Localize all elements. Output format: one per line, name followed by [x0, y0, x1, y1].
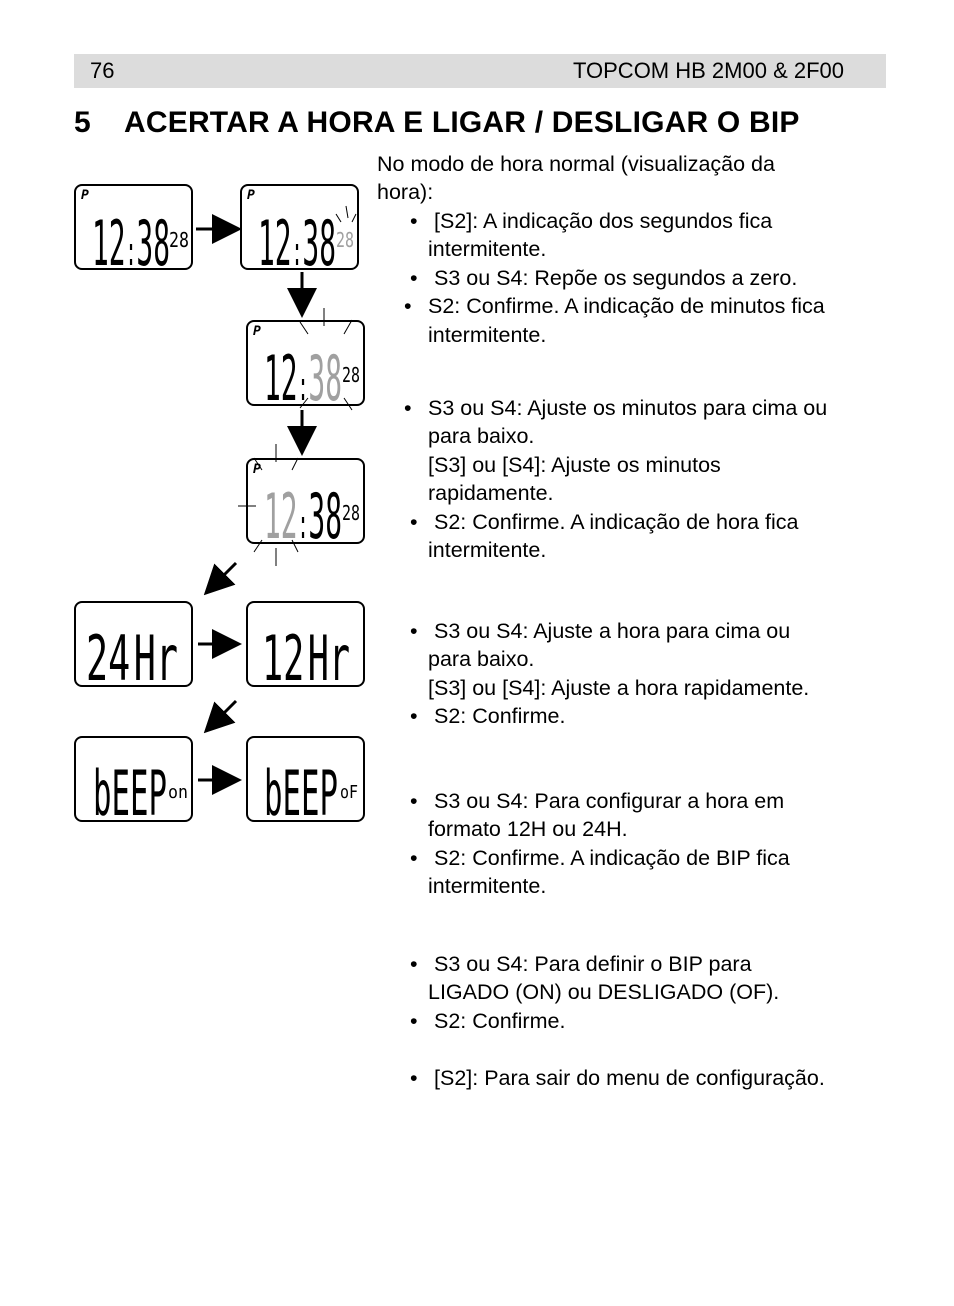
- bullet: •: [410, 265, 418, 290]
- section-heading: 5 ACERTAR A HORA E LIGAR / DESLIGAR O BIP: [74, 106, 800, 140]
- lcd-time-digits: 12:38: [264, 342, 342, 415]
- list-item: •S2: Confirme. A indicação de BIP fica: [377, 844, 790, 872]
- p-label: P: [81, 188, 89, 203]
- flash-rays-icon: [299, 308, 353, 411]
- lcd-screen-minutes-flash: P 12:38 28: [246, 308, 365, 415]
- p-label: P: [253, 324, 261, 339]
- arrow-down-left-icon: [203, 561, 238, 596]
- lcd-beep-label: bEEP: [264, 757, 338, 830]
- step-1-block: •[S2]: A indicação dos segundos fica int…: [377, 207, 825, 349]
- arrow-down-left-icon: [203, 699, 238, 734]
- lcd-screen-hours-flash: P 12:38 28: [238, 444, 365, 566]
- bullet: •: [410, 952, 418, 976]
- bullet: •: [404, 396, 412, 420]
- list-item: •S2: Confirme.: [377, 1007, 779, 1035]
- lcd-seconds: 28: [169, 228, 189, 252]
- list-item-continuation: para baixo.: [428, 647, 535, 672]
- bullet: •: [410, 1008, 418, 1033]
- list-item-continuation: [S3] ou [S4]: Ajuste os minutos: [428, 452, 721, 477]
- lcd-screen-seconds-flash: P 12:38 28: [240, 184, 359, 280]
- p-label: P: [247, 188, 255, 203]
- document-title: TOPCOM HB 2M00 & 2F00: [572, 58, 844, 83]
- intro-line: No modo de hora normal (visualização da: [377, 152, 775, 176]
- step-4-block: •S3 ou S4: Para configurar a hora em for…: [377, 787, 790, 901]
- bullet: •: [410, 789, 418, 813]
- list-item-continuation: intermitente.: [428, 322, 547, 347]
- lcd-format-24hr: 24Hr: [86, 622, 178, 695]
- list-item: •S2: Confirme. A indicação de minutos fi…: [377, 292, 825, 320]
- step-3-block: •S3 ou S4: Ajuste a hora para cima ou pa…: [377, 617, 809, 731]
- lcd-seconds: 28: [342, 363, 360, 387]
- bullet: •: [410, 845, 418, 870]
- list-item-continuation: intermitente.: [428, 874, 547, 899]
- step-2-block: •S3 ou S4: Ajuste os minutos para cima o…: [377, 394, 827, 564]
- list-item: •[S2]: A indicação dos segundos fica: [377, 207, 825, 235]
- lcd-screen-24hr: 24Hr: [74, 601, 193, 695]
- list-item: •S3 ou S4: Para configurar a hora em: [377, 787, 790, 815]
- list-item: •[S2]: Para sair do menu de configuração…: [377, 1064, 825, 1092]
- step-5-block: •S3 ou S4: Para definir o BIP para LIGAD…: [377, 950, 779, 1035]
- lcd-seconds: 28: [342, 501, 360, 525]
- section-title: ACERTAR A HORA E LIGAR / DESLIGAR O BIP: [124, 106, 800, 139]
- list-item: •S2: Confirme. A indicação de hora fica: [377, 508, 827, 536]
- bullet: •: [404, 294, 412, 319]
- lcd-beep-on: on: [168, 782, 188, 803]
- list-item-continuation: intermitente.: [428, 237, 547, 262]
- step-6-block: •[S2]: Para sair do menu de configuração…: [377, 1064, 825, 1092]
- bullet: •: [410, 209, 418, 233]
- list-item: •S3 ou S4: Ajuste a hora para cima ou: [377, 617, 809, 645]
- list-item-continuation: formato 12H ou 24H.: [428, 817, 628, 842]
- list-item-continuation: LIGADO (ON) ou DESLIGADO (OF).: [428, 980, 780, 1005]
- p-label: P: [253, 462, 261, 477]
- section-number: 5: [74, 106, 91, 139]
- flash-rays-icon: [238, 444, 299, 566]
- flash-rays-icon: [335, 205, 357, 223]
- list-item: •S2: Confirme.: [377, 702, 809, 730]
- intro-line: hora):: [377, 180, 434, 205]
- lcd-beep-off: oF: [340, 782, 358, 803]
- list-item: •S3 ou S4: Ajuste os minutos para cima o…: [377, 394, 827, 422]
- lcd-format-12hr: 12Hr: [262, 622, 350, 695]
- bullet: •: [410, 509, 418, 534]
- lcd-screen-12hr: 12Hr: [246, 601, 365, 695]
- bullet: •: [410, 619, 418, 643]
- lcd-seconds-flashing: 28: [336, 228, 354, 252]
- lcd-time-digits: 12:38: [92, 207, 170, 280]
- list-item-continuation: intermitente.: [428, 538, 547, 563]
- lcd-screen-beep-on: bEEP on: [74, 736, 193, 830]
- list-item-continuation: rapidamente.: [428, 481, 554, 506]
- page-header: 76 TOPCOM HB 2M00 & 2F00: [74, 54, 886, 88]
- lcd-beep-label: bEEP: [93, 757, 167, 830]
- intro-text: No modo de hora normal (visualização da …: [377, 150, 775, 207]
- list-item: •S3 ou S4: Repõe os segundos a zero.: [377, 264, 825, 292]
- list-item-continuation: [S3] ou [S4]: Ajuste a hora rapidamente.: [428, 675, 810, 700]
- lcd-screen-time: P 12:38 28: [74, 184, 193, 280]
- lcd-time-digits: 12:38: [258, 207, 336, 280]
- lcd-screen-beep-off: bEEP oF: [246, 736, 365, 830]
- list-item-continuation: para baixo.: [428, 424, 535, 449]
- page-number: 76: [90, 58, 115, 83]
- bullet: •: [410, 704, 418, 729]
- bullet: •: [410, 1066, 418, 1090]
- list-item: •S3 ou S4: Para definir o BIP para: [377, 950, 779, 978]
